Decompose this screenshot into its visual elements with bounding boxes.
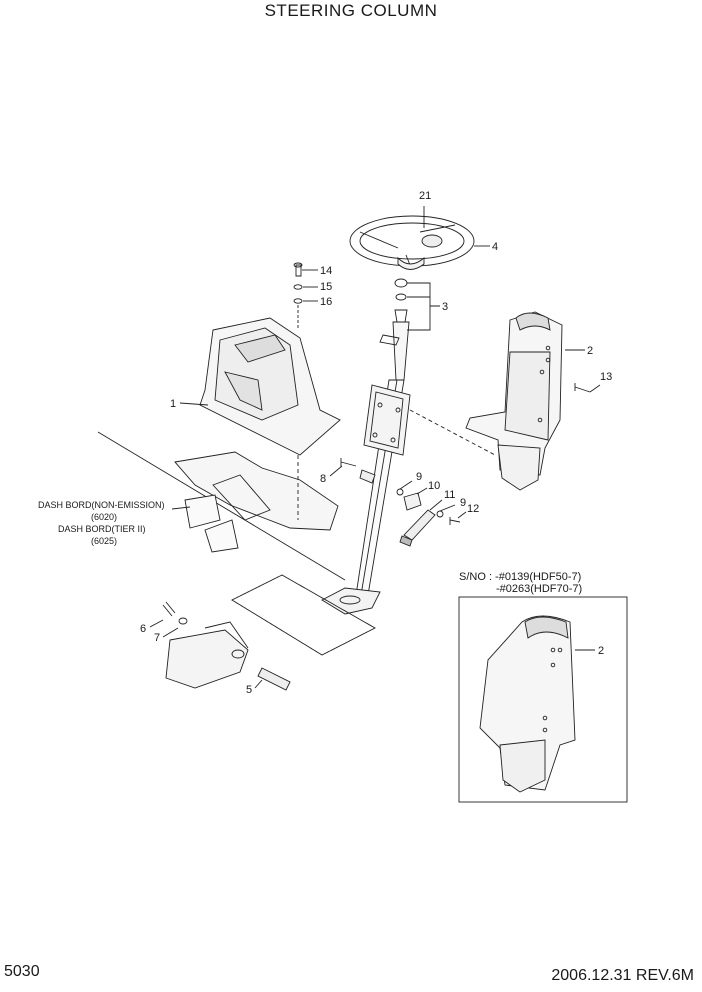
callout-2: 2 bbox=[587, 345, 593, 357]
page-title: STEERING COLUMN bbox=[264, 1, 438, 20]
leader-line bbox=[457, 511, 467, 519]
callout-12: 12 bbox=[467, 503, 479, 515]
leader-line bbox=[179, 402, 209, 406]
callout-10: 10 bbox=[428, 480, 440, 492]
bolt-washers-14-16 bbox=[293, 262, 303, 330]
callout-6: 6 bbox=[140, 623, 146, 635]
callout-9a: 9 bbox=[416, 471, 422, 483]
callout-5: 5 bbox=[246, 684, 252, 696]
callout-21: 21 bbox=[419, 190, 431, 202]
dashboard-notes: DASH BORD(NON-EMISSION) (6020) DASH BORD… bbox=[38, 500, 165, 546]
bolt-13 bbox=[574, 383, 591, 393]
serial-number-note: S/NO : -#0139(HDF50-7) -#0263(HDF70-7) bbox=[459, 571, 582, 595]
serial-variant-box bbox=[458, 596, 628, 803]
callout-14: 14 bbox=[320, 265, 332, 277]
leader-line bbox=[589, 384, 601, 393]
leader-line bbox=[171, 506, 191, 510]
steering-nut-washer bbox=[394, 278, 408, 323]
callout-7: 7 bbox=[154, 632, 160, 644]
leader-dashed bbox=[409, 409, 496, 456]
note-dash-non-emission: DASH BORD(NON-EMISSION) bbox=[38, 500, 165, 510]
note-dash-non-emission-ref: (6020) bbox=[91, 512, 117, 522]
callout-16: 16 bbox=[320, 296, 332, 308]
page-number: 5030 bbox=[4, 963, 40, 980]
floor-plane-outline bbox=[231, 574, 376, 656]
note-dash-tier-ref: (6025) bbox=[91, 536, 117, 546]
callout-15: 15 bbox=[320, 281, 332, 293]
leader-line bbox=[439, 504, 456, 512]
steering-column-shaft bbox=[355, 321, 410, 596]
leader-line bbox=[407, 282, 440, 331]
leader-line bbox=[329, 465, 343, 477]
note-dash-tier: DASH BORD(TIER II) bbox=[58, 524, 146, 534]
dashboard-base-line bbox=[97, 431, 346, 581]
bolt-8 bbox=[340, 458, 357, 467]
column-bracket bbox=[363, 384, 411, 456]
side-panel bbox=[465, 311, 563, 491]
steering-wheel bbox=[349, 215, 475, 270]
dash-board bbox=[174, 451, 339, 553]
revision-date: 2006.12.31 REV.6M bbox=[551, 967, 694, 984]
leader-line bbox=[429, 499, 443, 511]
steering-column-cover bbox=[199, 317, 341, 456]
side-panel-variant bbox=[479, 615, 595, 793]
leader-line bbox=[399, 480, 413, 490]
leader-line bbox=[162, 627, 179, 638]
leader-line bbox=[254, 679, 263, 689]
pedal-bracket bbox=[162, 601, 291, 691]
callout-3: 3 bbox=[442, 301, 448, 313]
callout-numbers: 21 4 14 15 16 3 2 13 1 8 9 10 11 9 12 6 … bbox=[140, 190, 612, 696]
callout-8: 8 bbox=[320, 473, 326, 485]
callout-13: 13 bbox=[600, 371, 612, 383]
column-base-plate bbox=[321, 587, 381, 615]
leader-line bbox=[416, 487, 428, 495]
serial-line-1: S/NO : -#0139(HDF50-7) bbox=[459, 571, 581, 583]
leader-line bbox=[149, 619, 164, 628]
callout-9b: 9 bbox=[460, 497, 466, 509]
callout-1: 1 bbox=[170, 398, 176, 410]
callout-11: 11 bbox=[444, 489, 455, 501]
callout-4: 4 bbox=[492, 241, 498, 253]
serial-line-2: -#0263(HDF70-7) bbox=[496, 583, 582, 595]
callout-2-variant: 2 bbox=[598, 645, 604, 657]
